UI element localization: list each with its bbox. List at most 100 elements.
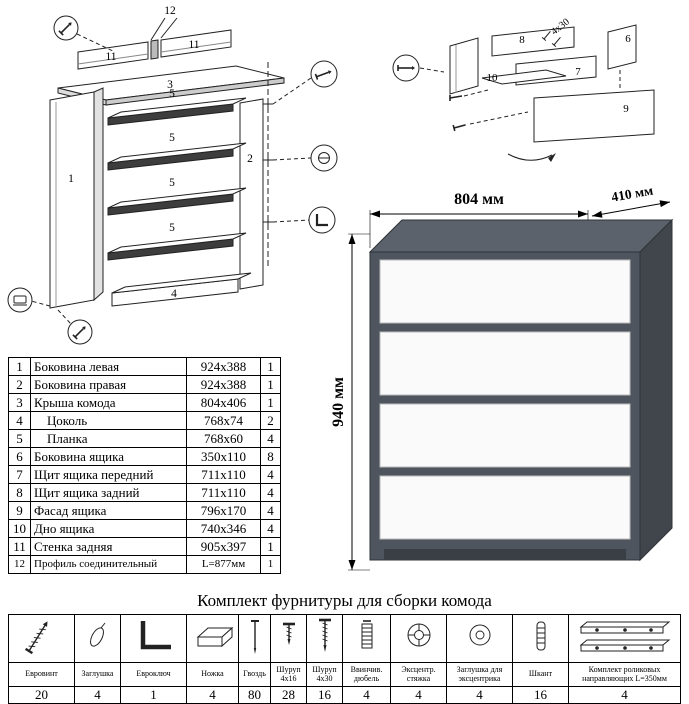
screw-short-icon xyxy=(282,622,295,645)
part-label-4: 4 xyxy=(171,288,177,300)
part-name: Боковина левая xyxy=(30,357,187,376)
cam-cap-icon xyxy=(469,624,490,646)
part-size: 796x170 xyxy=(186,501,261,520)
part-label-8: 8 xyxy=(519,34,525,46)
hw-label: Эксцентр. стяжка xyxy=(390,662,447,687)
threaded-dowel-icon xyxy=(361,620,372,649)
nail-icon xyxy=(250,620,259,654)
hw-label: Шуруп 4x30 xyxy=(306,662,343,687)
dowel-icon xyxy=(536,621,545,651)
cap-icon xyxy=(89,622,105,647)
part-qty: 1 xyxy=(260,357,281,376)
part-size: 768x74 xyxy=(186,411,261,430)
hw-icon-cell xyxy=(568,614,681,663)
part-num: 5 xyxy=(8,429,31,448)
part-name: Профиль соединительный xyxy=(30,555,187,574)
part-size: 711x110 xyxy=(186,465,261,484)
part-qty: 4 xyxy=(260,429,281,448)
part-size: 740x346 xyxy=(186,519,261,538)
hardware-kit-table: Евровинт Заглушка Евроключ Ножка Гвоздь … xyxy=(8,614,681,704)
hw-qty: 4 xyxy=(390,686,447,704)
part-num: 1 xyxy=(8,357,31,376)
part-num: 7 xyxy=(8,465,31,484)
hardware-kit-title: Комплект фурнитуры для сборки комода xyxy=(197,591,492,610)
part-name: Фасад ящика xyxy=(30,501,187,520)
part-num: 12 xyxy=(8,555,31,574)
part-size: 924x388 xyxy=(186,375,261,394)
hw-icon-cell xyxy=(306,614,343,663)
part-size: 804x406 xyxy=(186,393,261,412)
hw-icon-cell xyxy=(342,614,391,663)
part-label-5: 5 xyxy=(169,132,175,144)
part-size: 768x60 xyxy=(186,429,261,448)
hardware-label-row: Евровинт Заглушка Евроключ Ножка Гвоздь … xyxy=(8,662,681,687)
drawer-exploded-diagram: 8 4x30 6 7 10 9 xyxy=(392,17,655,162)
part-num: 4 xyxy=(8,411,31,430)
part-name: Боковина правая xyxy=(30,375,187,394)
part-label-9: 9 xyxy=(623,103,629,115)
bracket-callout-icon xyxy=(308,206,336,234)
hardware-icon-row xyxy=(8,614,681,663)
part-label-5: 5 xyxy=(169,222,175,234)
dresser-top-face xyxy=(368,219,674,253)
hw-label: Заглушка для эксцентрика xyxy=(446,662,513,687)
part-num: 11 xyxy=(8,537,31,556)
part-num: 6 xyxy=(8,447,31,466)
hw-icon-cell xyxy=(8,614,75,663)
part-size: 924x388 xyxy=(186,357,261,376)
hw-label: Заглушка xyxy=(74,662,121,687)
part-label-1: 1 xyxy=(68,173,74,185)
hex-key-icon xyxy=(140,621,171,650)
hw-label: Евроключ xyxy=(120,662,187,687)
part-size: 350x110 xyxy=(186,447,261,466)
part-label-10: 10 xyxy=(487,72,499,84)
hw-qty: 1 xyxy=(120,686,187,704)
drawer-front xyxy=(379,475,631,540)
part-size: L=877мм xyxy=(186,555,261,574)
part-name: Боковина ящика xyxy=(30,447,187,466)
part-label-7: 7 xyxy=(575,66,581,78)
part-name: Цоколь xyxy=(30,411,187,430)
hw-label: Гвоздь xyxy=(238,662,271,687)
part-qty: 1 xyxy=(260,393,281,412)
hw-qty: 28 xyxy=(270,686,307,704)
part-size: 711x110 xyxy=(186,483,261,502)
part-name: Щит ящика задний xyxy=(30,483,187,502)
hw-qty: 16 xyxy=(512,686,569,704)
dresser-side-face xyxy=(639,218,673,562)
part-label-11: 11 xyxy=(188,39,199,51)
hardware-qty-row: 20 4 1 4 80 28 16 4 4 4 16 4 xyxy=(8,686,681,704)
part-qty: 4 xyxy=(260,501,281,520)
part-label-12: 12 xyxy=(164,5,176,17)
hw-icon-cell xyxy=(120,614,187,663)
part-qty: 1 xyxy=(260,555,281,574)
part-qty: 1 xyxy=(260,537,281,556)
drawer-front xyxy=(379,331,631,396)
drawer-front xyxy=(379,259,631,324)
drawer-front xyxy=(379,403,631,468)
frame-exploded-diagram: 12 11 11 3 5 5 5 5 4 1 2 xyxy=(7,5,338,345)
height-dimension xyxy=(348,233,370,571)
part-qty: 4 xyxy=(260,519,281,538)
hw-icon-cell xyxy=(446,614,513,663)
hw-qty: 4 xyxy=(342,686,391,704)
hw-label: Комплект роликовых направляющих L=350мм xyxy=(568,662,681,687)
part-label-6: 6 xyxy=(625,33,631,45)
hw-qty: 16 xyxy=(306,686,343,704)
part-qty: 4 xyxy=(260,465,281,484)
hw-qty: 4 xyxy=(568,686,681,704)
hw-label: Ножка xyxy=(186,662,239,687)
hw-qty: 4 xyxy=(74,686,121,704)
